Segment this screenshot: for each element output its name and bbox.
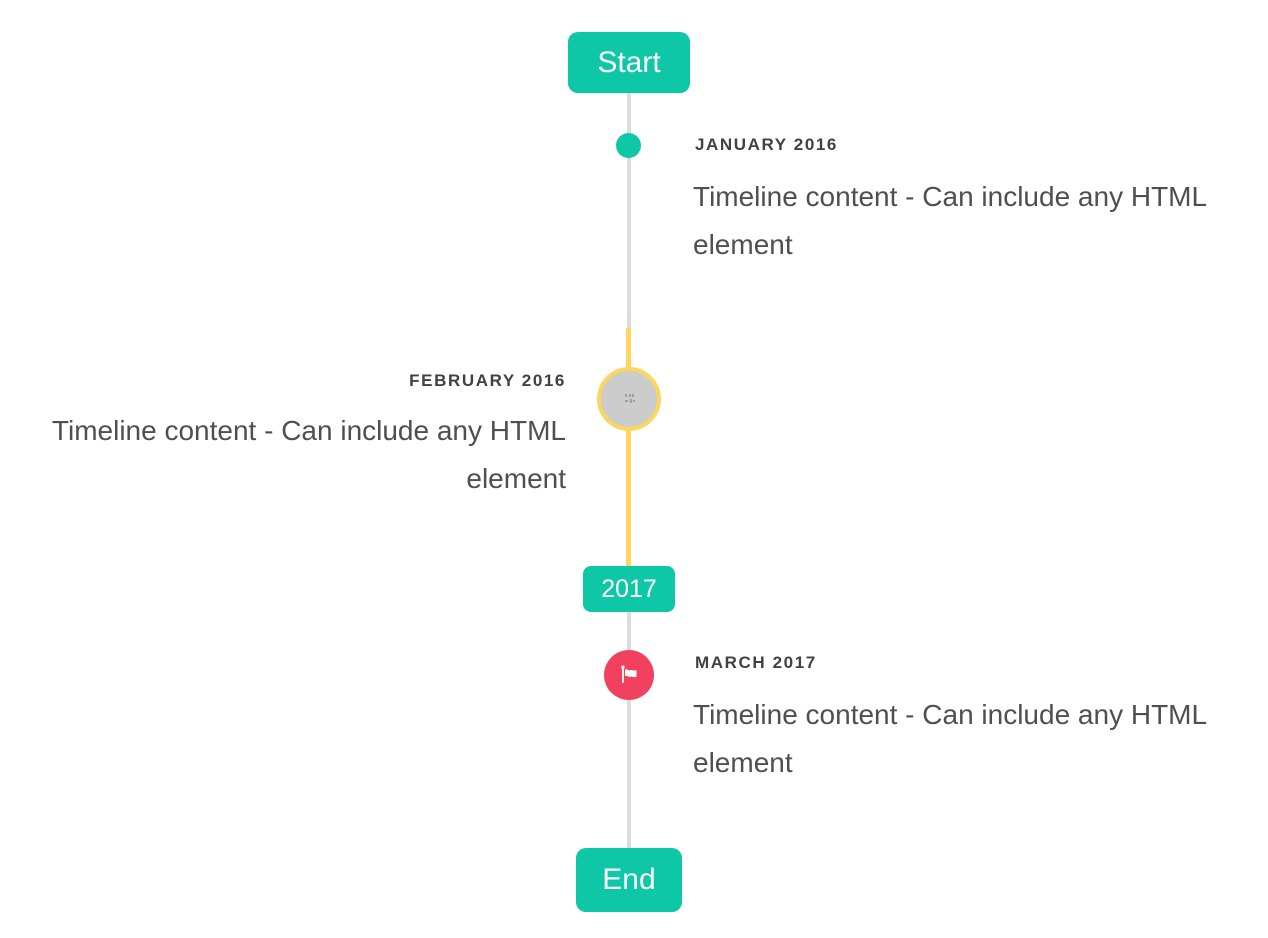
timeline-item-title: JANUARY 2016: [695, 135, 838, 154]
timeline-start-badge: Start: [568, 32, 690, 93]
timeline-end-badge: End: [576, 848, 682, 912]
timeline-marker-image[interactable]: [597, 367, 661, 431]
timeline-item-content: Timeline content - Can include any HTML …: [51, 415, 566, 494]
timeline-end-label: End: [602, 863, 656, 896]
timeline-start-label: Start: [597, 45, 661, 79]
flag-icon: [621, 665, 637, 683]
timeline-item-title: MARCH 2017: [695, 653, 817, 672]
timeline-year-badge: 2017: [583, 566, 675, 612]
timeline-line-segment: [627, 612, 631, 848]
timeline-line-segment-highlighted: [626, 328, 631, 566]
timeline-line-segment: [627, 93, 631, 328]
timeline-item-content: Timeline content - Can include any HTML …: [693, 181, 1207, 260]
timeline-item-title: FEBRUARY 2016: [409, 371, 566, 390]
timeline-year-label: 2017: [601, 574, 657, 603]
broken-image-icon: [624, 393, 635, 403]
timeline-item-content: Timeline content - Can include any HTML …: [693, 699, 1207, 778]
timeline-marker-flag[interactable]: [604, 650, 654, 700]
timeline-marker-dot[interactable]: [616, 133, 641, 158]
